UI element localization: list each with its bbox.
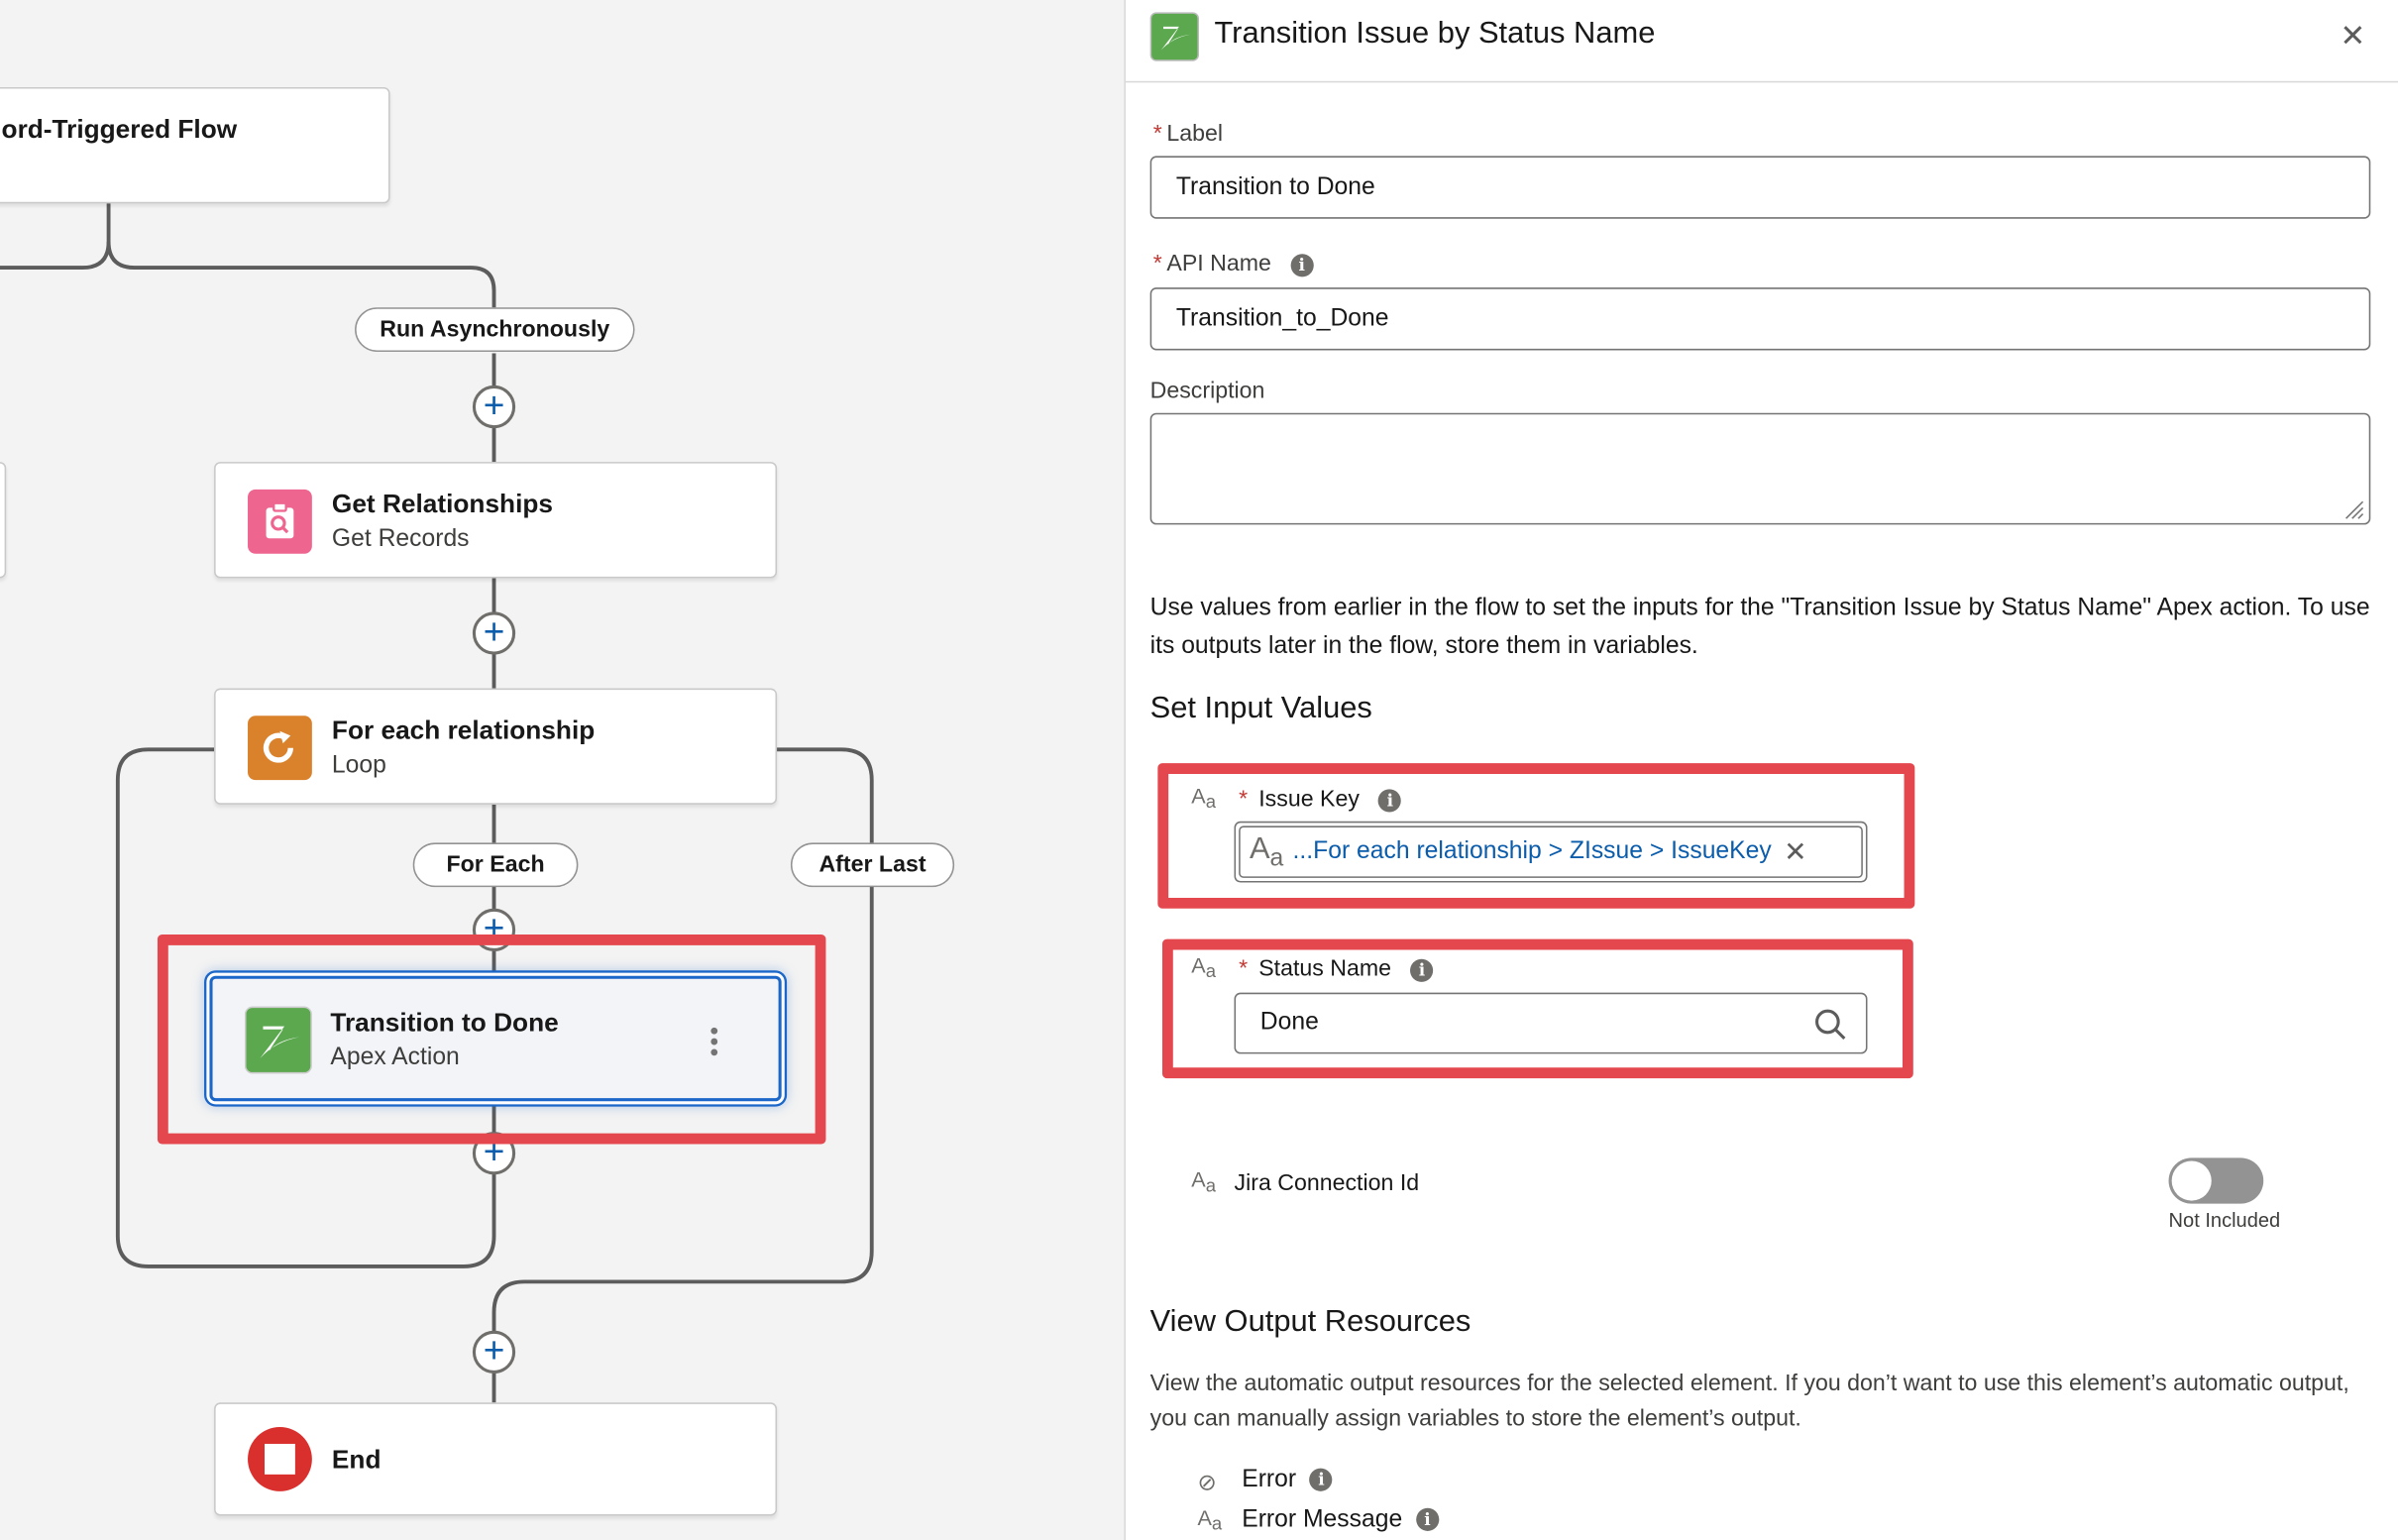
output-heading: View Output Resources <box>1149 1304 1472 1339</box>
text-type-icon: Aa <box>1191 1166 1217 1196</box>
zagile-logo-icon <box>244 1006 312 1074</box>
panel-title: Transition Issue by Status Name <box>1214 16 1656 51</box>
search-icon[interactable] <box>1813 1008 1847 1042</box>
status-name-label: * Status Name i <box>1239 956 1434 982</box>
node-type: Loop <box>331 752 386 779</box>
include-toggle[interactable] <box>2168 1157 2264 1204</box>
highlight-box <box>1161 938 1913 1079</box>
connector-loop-back <box>115 747 496 1268</box>
connector-after-last <box>491 747 874 1403</box>
info-icon[interactable]: i <box>1415 1508 1440 1532</box>
flow-canvas[interactable]: ord-Triggered Flow Run Asynchronously + … <box>0 0 1126 1540</box>
node-title: For each relationship <box>331 715 596 745</box>
start-node-title: ord-Triggered Flow <box>1 114 238 145</box>
clear-icon[interactable]: ✕ <box>1784 835 1807 867</box>
connector-start-right <box>106 241 496 308</box>
info-icon[interactable]: i <box>1410 957 1434 982</box>
text-type-icon: Aa <box>1191 952 1217 982</box>
loop-icon <box>248 715 312 781</box>
node-end[interactable]: End <box>214 1402 778 1516</box>
status-name-value: Done <box>1259 1009 1319 1036</box>
connectors <box>0 203 874 1403</box>
issue-key-pill[interactable]: Aa ...For each relationship > ZIssue > I… <box>1239 825 1863 878</box>
highlight-box <box>157 935 826 1145</box>
issue-key-value: ...For each relationship > ZIssue > Issu… <box>1292 837 1772 865</box>
resize-handle-icon[interactable] <box>2343 498 2364 520</box>
plus-icon: + <box>483 1330 505 1373</box>
text-type-icon: Aa <box>1197 1504 1223 1535</box>
text-type-icon: Aa <box>1249 830 1284 871</box>
add-element-button[interactable]: + <box>472 385 516 429</box>
record-icon: ⊘ <box>1197 1470 1217 1496</box>
get-records-icon <box>248 489 312 554</box>
issue-key-label: * Issue Key i <box>1239 786 1402 813</box>
add-element-button[interactable]: + <box>472 1330 516 1374</box>
issue-key-input[interactable]: Aa ...For each relationship > ZIssue > I… <box>1234 821 1868 883</box>
run-async-label: Run Asynchronously <box>355 307 635 352</box>
header-divider <box>1125 80 2398 83</box>
info-icon[interactable]: i <box>1290 253 1314 276</box>
info-icon[interactable]: i <box>1378 788 1402 812</box>
node-get-relationships[interactable]: Get Relationships Get Records <box>214 462 778 579</box>
toggle-status: Not Included <box>2168 1208 2281 1232</box>
label-field-label: *Label <box>1152 120 1224 148</box>
properties-panel: Transition Issue by Status Name ✕ *Label… <box>1124 0 2398 1540</box>
start-node[interactable]: ord-Triggered Flow <box>0 86 390 204</box>
node-type: Get Records <box>331 525 470 553</box>
node-title: End <box>331 1445 382 1475</box>
text-type-icon: Aa <box>1191 783 1217 813</box>
node-type: Apex Action <box>330 1045 460 1071</box>
highlight-box <box>1157 763 1915 909</box>
set-input-heading: Set Input Values <box>1149 691 1372 725</box>
zagile-logo-icon <box>1149 12 1200 61</box>
connector-start <box>0 203 111 271</box>
node-title: Get Relationships <box>331 489 553 519</box>
node-title: Transition to Done <box>330 1008 559 1038</box>
plus-icon: + <box>483 385 505 427</box>
more-actions-icon[interactable] <box>706 1025 724 1058</box>
description-label: Description <box>1149 378 1265 404</box>
output-error: Error i <box>1242 1467 1334 1494</box>
close-icon[interactable]: ✕ <box>2340 20 2366 55</box>
status-name-input[interactable]: Done <box>1234 992 1868 1054</box>
jira-connection-label: Jira Connection Id <box>1234 1169 1420 1196</box>
info-icon[interactable]: i <box>1309 1469 1334 1492</box>
after-last-label: After Last <box>790 842 955 888</box>
label-input[interactable]: Transition to Done <box>1149 156 2371 219</box>
add-element-button[interactable]: + <box>472 611 516 655</box>
offscreen-node[interactable] <box>0 462 7 579</box>
api-name-field-label: *API Name i <box>1153 251 1314 276</box>
description-textarea[interactable] <box>1149 412 2371 525</box>
intro-text: Use values from earlier in the flow to s… <box>1149 595 2370 660</box>
api-name-input[interactable]: Transition_to_Done <box>1149 287 2371 351</box>
node-transition-to-done[interactable]: Transition to Done Apex Action <box>209 975 782 1102</box>
output-error-message: Error Message i <box>1242 1506 1440 1534</box>
output-description: View the automatic output resources for … <box>1149 1370 2349 1432</box>
for-each-label: For Each <box>412 842 579 888</box>
node-for-each-relationship[interactable]: For each relationship Loop <box>214 688 778 805</box>
stop-icon <box>248 1426 312 1491</box>
plus-icon: + <box>483 611 505 654</box>
